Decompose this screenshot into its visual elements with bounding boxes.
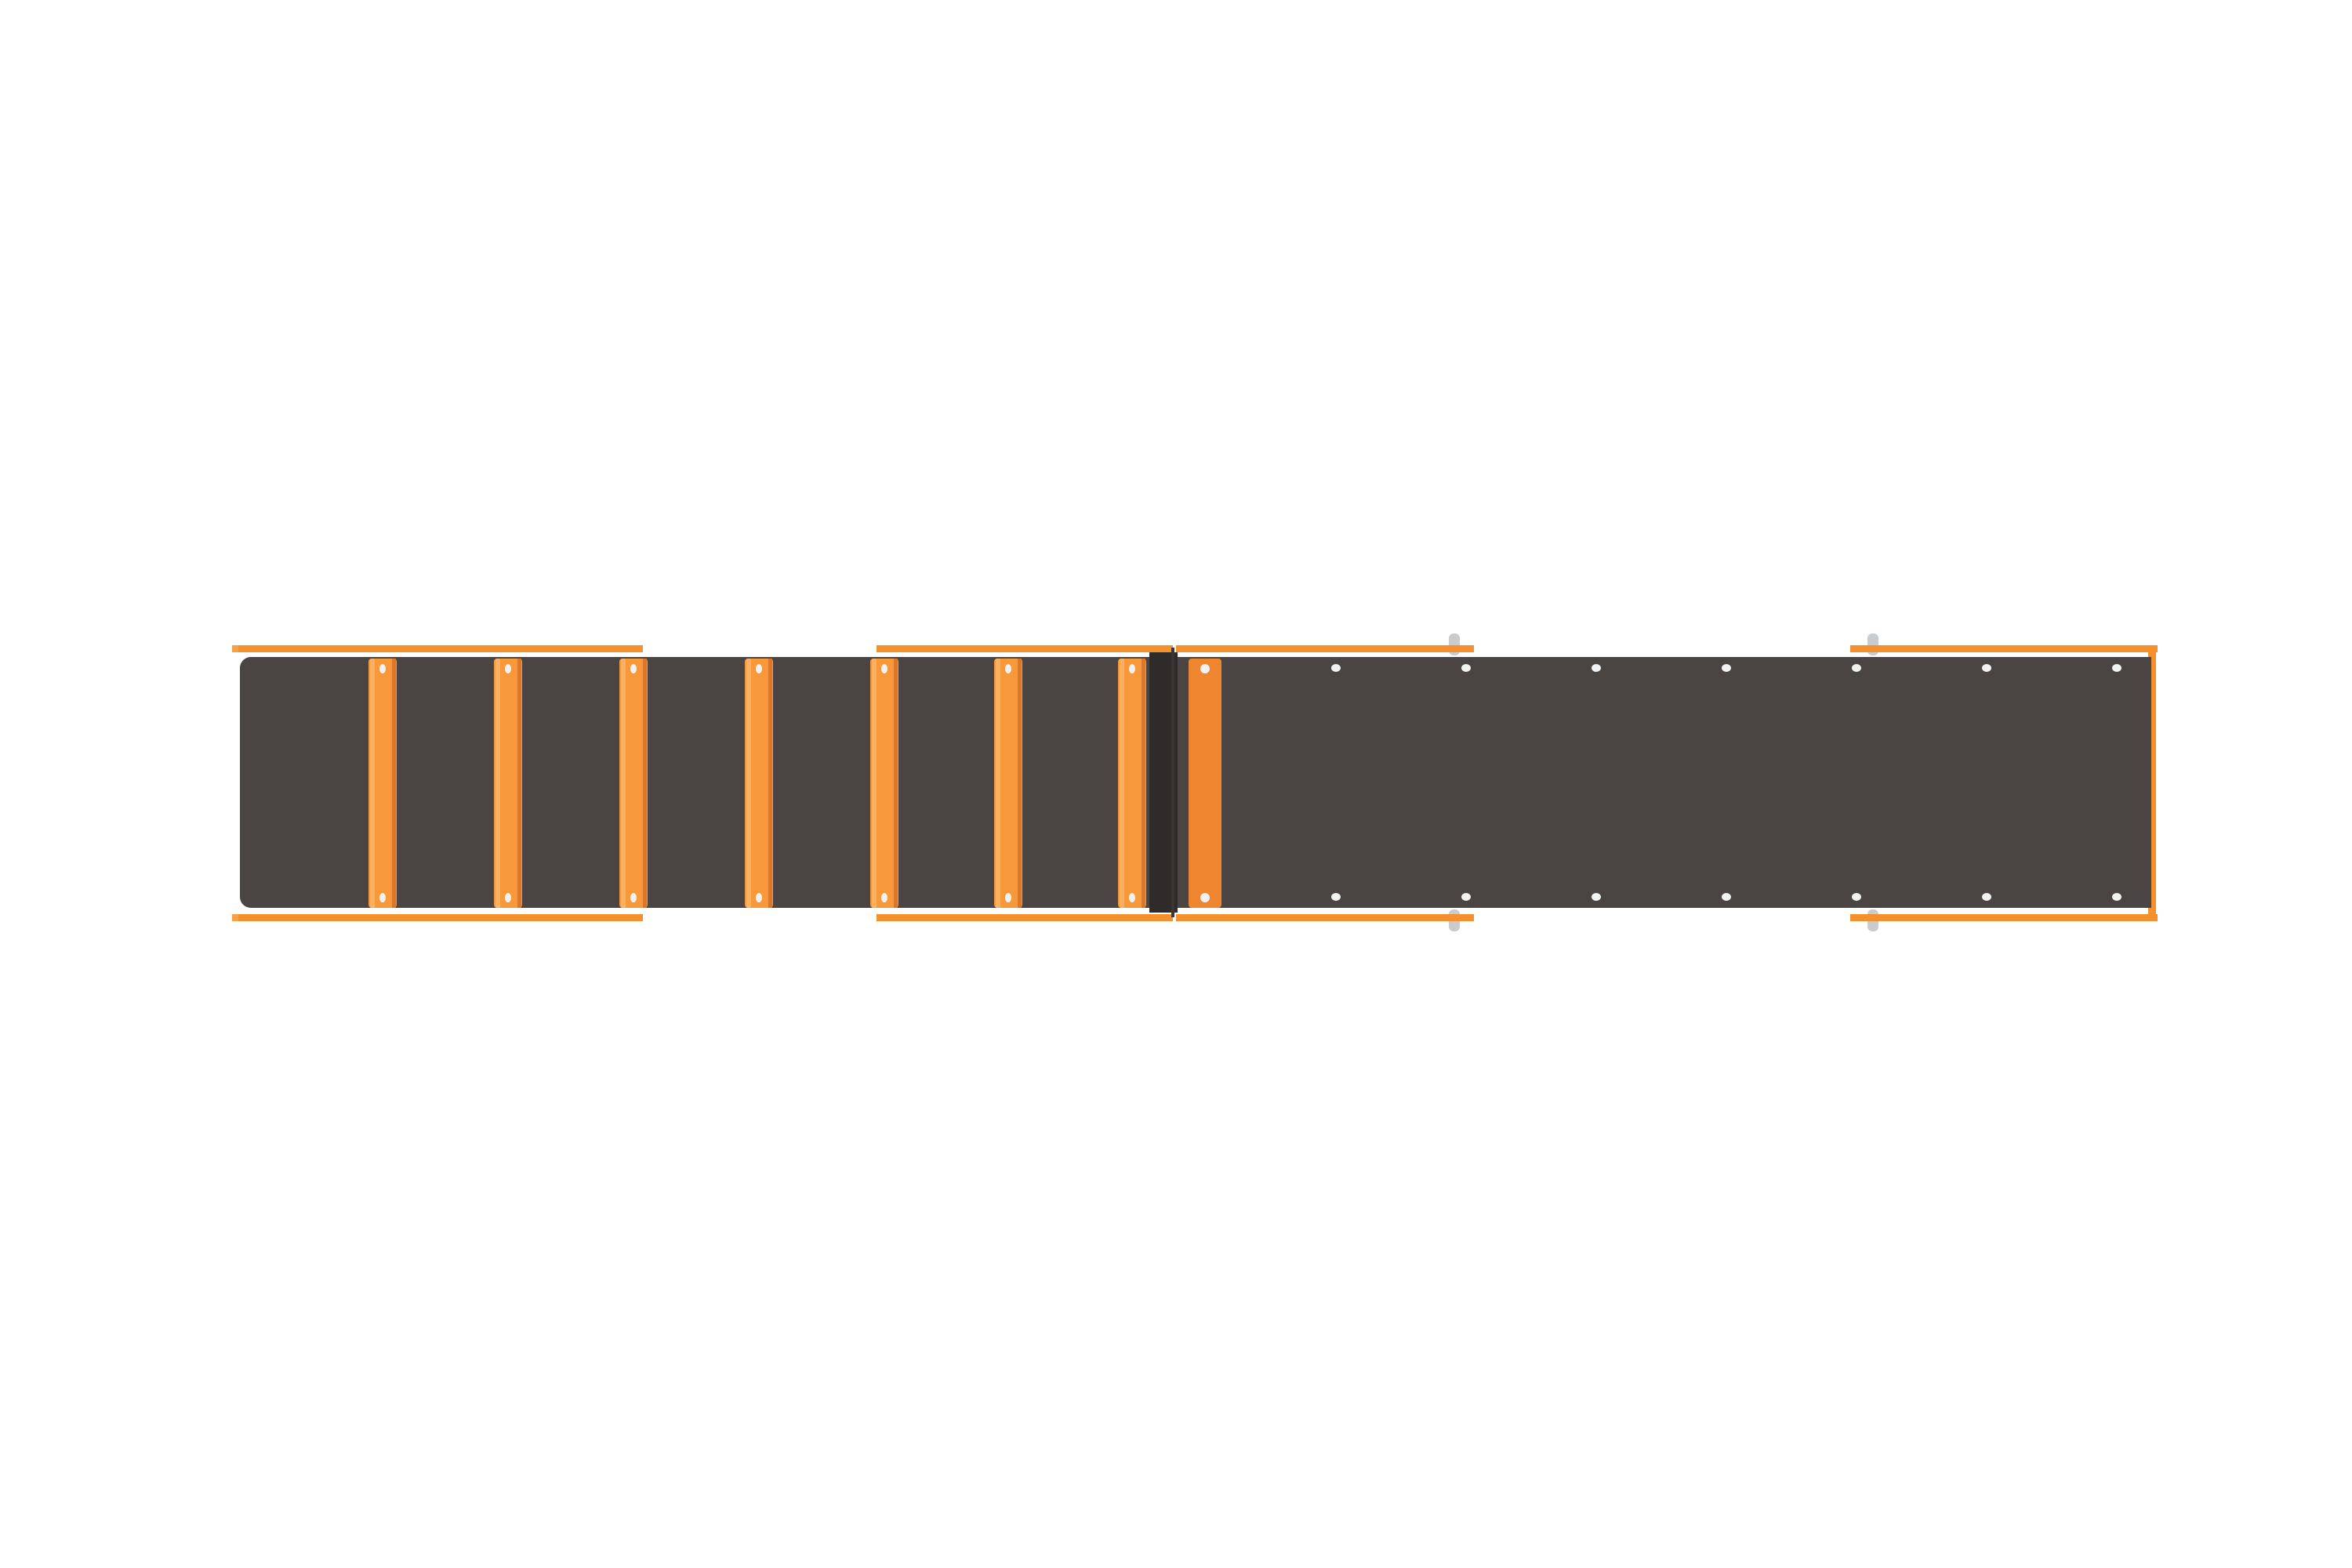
ramp-slat	[494, 659, 522, 908]
seam-line	[1171, 648, 1174, 917]
deck-bolt	[1592, 664, 1601, 672]
side-rail	[1850, 914, 2158, 921]
transition-slat	[1189, 659, 1221, 908]
ramp-slat	[994, 659, 1022, 908]
ramp-slat-shadow	[643, 659, 647, 908]
slat-bolt	[881, 664, 887, 673]
end-rail	[2148, 645, 2156, 921]
slat-bolt	[1005, 664, 1011, 673]
deck-bolt	[1982, 664, 1991, 672]
ramp-slat	[368, 659, 397, 908]
slat-bolt	[881, 893, 887, 902]
transition-bolt	[1200, 664, 1210, 673]
deck-bolt	[2112, 893, 2122, 901]
ramp-slat-highlight	[621, 659, 626, 908]
ramp-slat-shadow	[392, 659, 396, 908]
deck-bolt	[1722, 893, 1731, 901]
slat-bolt	[630, 893, 637, 902]
deck-bolt	[1331, 664, 1341, 672]
deck-bolt	[1331, 893, 1341, 901]
ramp-slat-highlight	[872, 659, 877, 908]
side-rail	[877, 914, 1173, 921]
rail-tab	[232, 645, 238, 652]
deck-bolt	[1592, 893, 1601, 901]
flat-deck	[1176, 657, 2151, 908]
ramp-slat-highlight	[1120, 659, 1124, 908]
side-rail	[1850, 645, 2158, 652]
deck-bolt	[1461, 664, 1471, 672]
ramp-slat	[870, 659, 898, 908]
slat-bolt	[630, 664, 637, 673]
ramp-slat-highlight	[746, 659, 751, 908]
slat-bolt	[1005, 893, 1011, 902]
side-rail	[877, 645, 1173, 652]
slat-bolt	[379, 893, 386, 902]
deck-bolt	[2112, 664, 2122, 672]
side-rail	[1176, 645, 1474, 652]
deck-bolt	[1461, 893, 1471, 901]
ramp-slat-highlight	[996, 659, 1000, 908]
ramp-slat-shadow	[517, 659, 521, 908]
slat-bolt	[756, 893, 762, 902]
ramp	[232, 633, 2158, 931]
ramp-slat-shadow	[1018, 659, 1022, 908]
slat-bolt	[505, 664, 511, 673]
deck-bolt	[1852, 893, 1861, 901]
deck-bolt	[1722, 664, 1731, 672]
side-rail	[235, 645, 643, 652]
ramp-slat-shadow	[894, 659, 898, 908]
transition-bolt	[1200, 893, 1210, 902]
ramp-slat-highlight	[370, 659, 375, 908]
slat-bolt	[1129, 664, 1135, 673]
slat-bolt	[379, 664, 386, 673]
slat-bolt	[756, 664, 762, 673]
side-rail	[235, 914, 643, 921]
ramp-slat-shadow	[768, 659, 772, 908]
side-rail	[1176, 914, 1474, 921]
deck-bolt	[1852, 664, 1861, 672]
deck-bolt	[1982, 893, 1991, 901]
ramp-slat	[745, 659, 773, 908]
rail-tab	[232, 914, 238, 921]
ramp-slat	[619, 659, 648, 908]
ramp-slat-shadow	[1142, 659, 1145, 908]
ramp-deck	[240, 657, 1171, 908]
ramp-slat	[1118, 659, 1146, 908]
slat-bolt	[1129, 893, 1135, 902]
ramp-slat-highlight	[495, 659, 500, 908]
slat-bolt	[505, 893, 511, 902]
